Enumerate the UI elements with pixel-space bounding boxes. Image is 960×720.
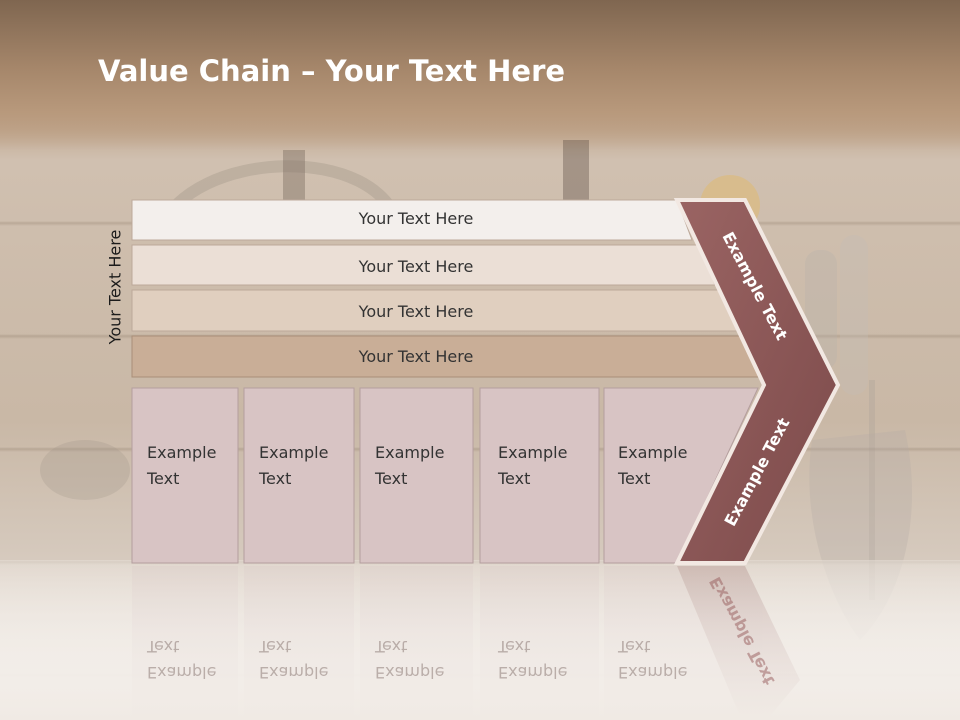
title-rest: – Your Text Here xyxy=(290,54,566,88)
primary-box-4 xyxy=(479,387,600,564)
support-bar-1 xyxy=(131,199,693,241)
slide-title: Value Chain – Your Text Here xyxy=(98,54,565,88)
primary-box-1 xyxy=(131,387,239,564)
support-bar-label-2: Your Text Here xyxy=(358,257,474,276)
support-bar-label-4: Your Text Here xyxy=(358,347,474,366)
title-band xyxy=(0,0,960,150)
support-bar-label-3: Your Text Here xyxy=(358,302,474,321)
margin-chevron xyxy=(673,198,841,565)
primary-box-3 xyxy=(359,387,474,564)
primary-box-2 xyxy=(243,387,355,564)
title-bold: Value Chain xyxy=(98,54,291,88)
support-bar-label-1: Your Text Here xyxy=(358,209,474,228)
